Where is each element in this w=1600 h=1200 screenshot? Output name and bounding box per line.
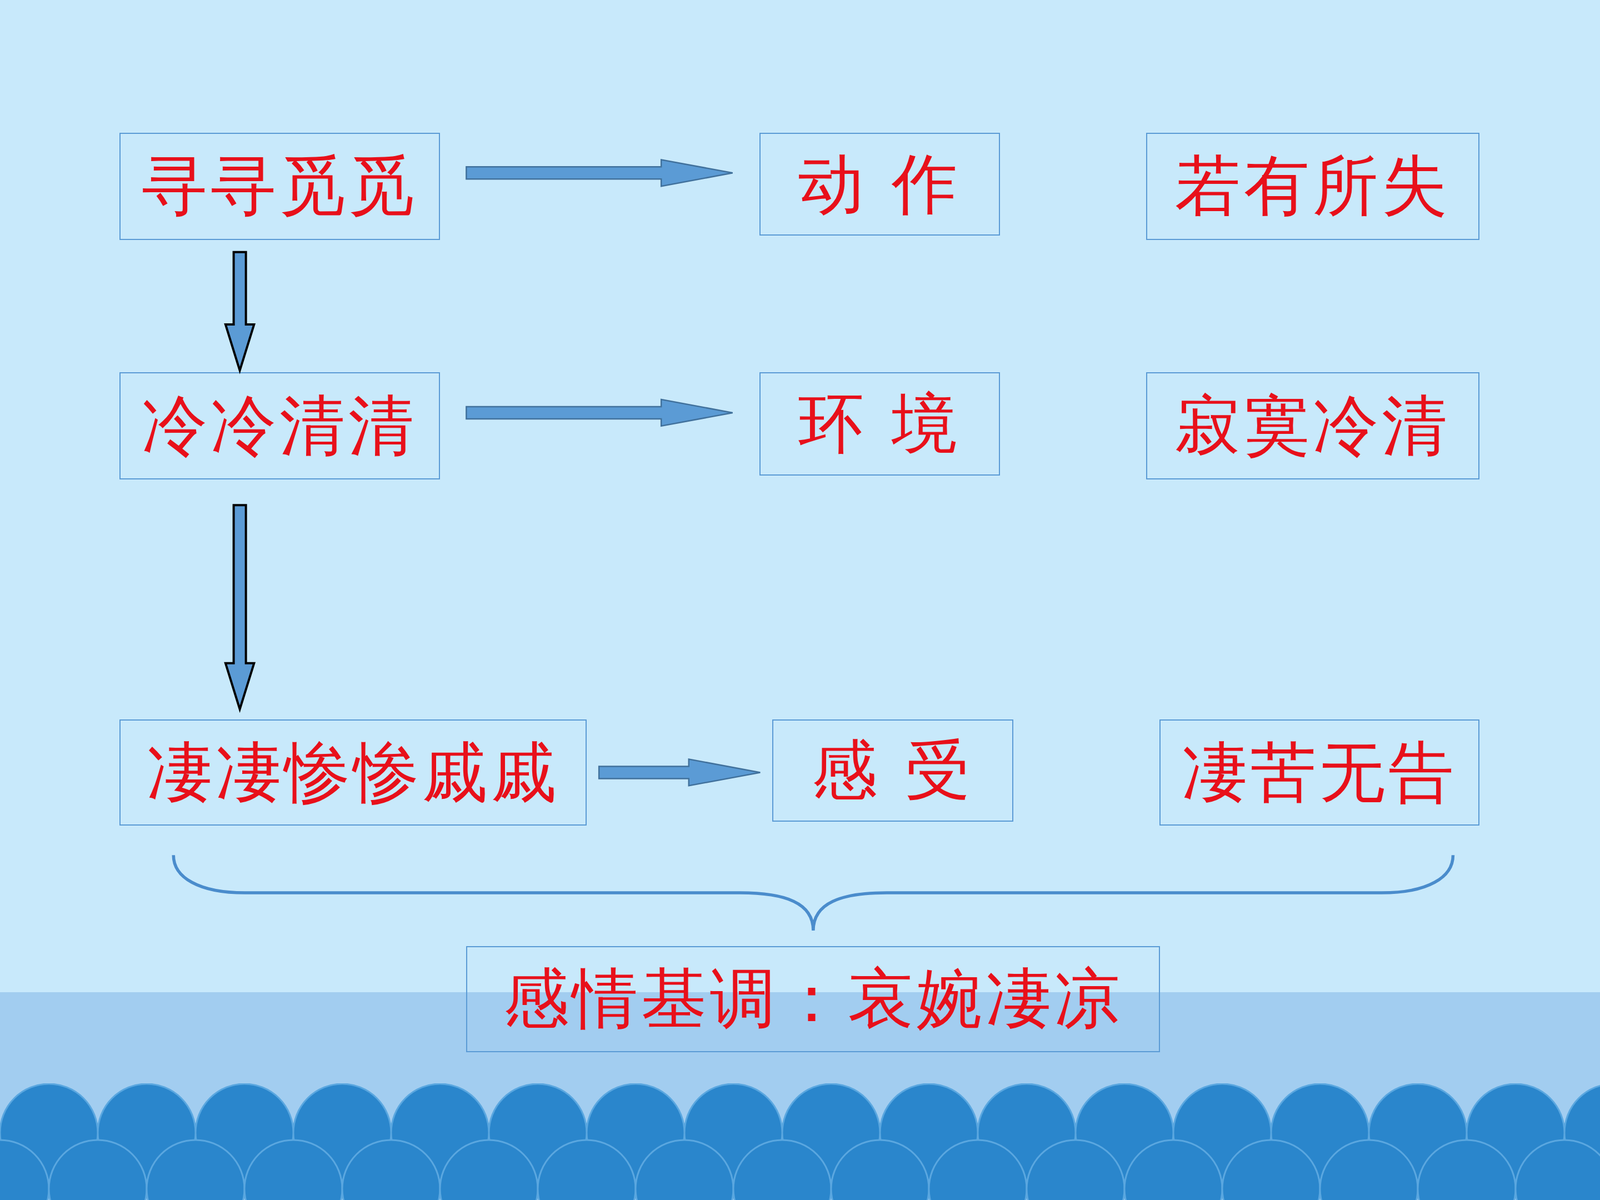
curly-brace	[173, 855, 1453, 931]
sky-band	[0, 0, 1600, 993]
aspect-box: 感 受	[772, 719, 1013, 822]
box-text: 凄凄惨惨戚戚	[146, 736, 560, 809]
wave-pattern	[0, 1083, 1600, 1200]
meaning-box: 若有所失	[1146, 132, 1480, 240]
box-text: 冷冷清清	[141, 390, 418, 463]
block-arrow	[225, 505, 254, 709]
block-arrow	[598, 759, 760, 787]
box-text: 环 境	[798, 387, 961, 460]
block-arrow	[225, 252, 254, 371]
aspect-box: 环 境	[759, 372, 1000, 476]
box-text: 寻寻觅觅	[141, 150, 418, 223]
meaning-box: 凄苦无告	[1159, 719, 1480, 826]
box-text: 感情基调：哀婉凄凉	[503, 962, 1124, 1035]
block-arrow	[466, 399, 733, 427]
meaning-box: 寂寞冷清	[1146, 372, 1480, 480]
box-text: 寂寞冷清	[1175, 390, 1451, 463]
term-box: 寻寻觅觅	[119, 132, 440, 240]
tone-box: 感情基调：哀婉凄凉	[466, 946, 1160, 1053]
box-text: 凄苦无告	[1181, 736, 1458, 809]
aspect-box: 动 作	[759, 132, 1000, 237]
block-arrow	[466, 159, 733, 187]
term-box: 冷冷清清	[119, 372, 440, 480]
box-text: 动 作	[798, 148, 961, 221]
box-text: 若有所失	[1175, 150, 1451, 223]
box-text: 感 受	[811, 734, 974, 807]
term-box: 凄凄惨惨戚戚	[119, 719, 587, 826]
